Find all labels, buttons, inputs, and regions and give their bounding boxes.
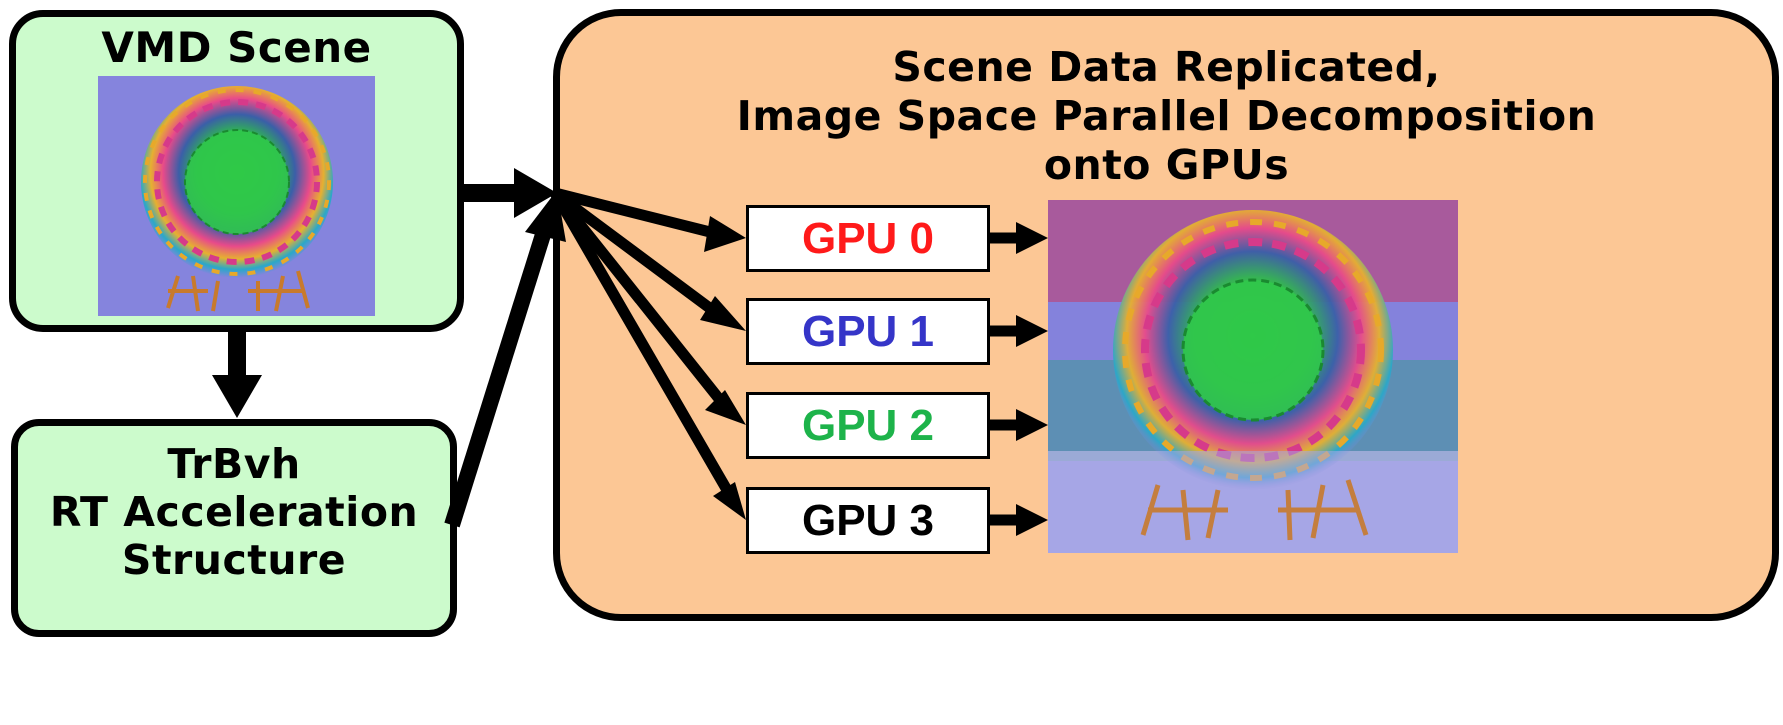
trbvh-box bbox=[11, 419, 457, 637]
vmd-scene-render bbox=[98, 76, 375, 316]
vmd-scene-title: VMD Scene bbox=[101, 23, 372, 72]
gpu-3-box: GPU 3 bbox=[746, 487, 990, 554]
gpu-1-label: GPU 1 bbox=[801, 306, 935, 356]
gpu-2-label: GPU 2 bbox=[801, 400, 935, 450]
replicated-title-line-2: Image Space Parallel Decomposition bbox=[736, 92, 1597, 140]
replicated-title-line-1: Scene Data Replicated, bbox=[892, 43, 1441, 91]
trbvh-line-3: Structure bbox=[121, 536, 347, 584]
gpu-0-box: GPU 0 bbox=[746, 205, 990, 272]
arrow-hub-to-gpu-1 bbox=[551, 188, 719, 317]
arrow-hub-to-gpu-0 bbox=[553, 187, 720, 240]
trbvh-line-2: RT Acceleration bbox=[49, 488, 419, 536]
arrow-hub-to-gpu-3 bbox=[550, 190, 732, 493]
trbvh-line-1: TrBvh bbox=[167, 440, 301, 488]
replicated-title-line-3: onto GPUs bbox=[1043, 141, 1290, 189]
arrow-trbvh-to-decomposition bbox=[444, 222, 554, 528]
gpu-2-box: GPU 2 bbox=[746, 392, 990, 459]
decomposed-render bbox=[1048, 200, 1458, 553]
arrow-hub-to-gpu-2 bbox=[550, 189, 725, 404]
gpu-3-label: GPU 3 bbox=[801, 495, 935, 545]
gpu-0-label: GPU 0 bbox=[801, 213, 935, 263]
gpu-1-box: GPU 1 bbox=[746, 298, 990, 365]
